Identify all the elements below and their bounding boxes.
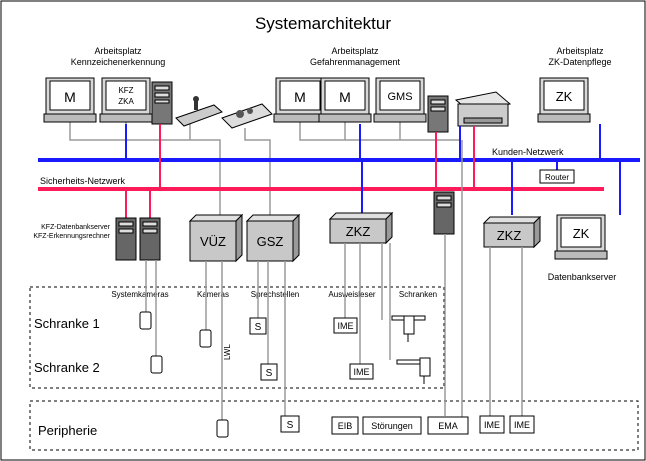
barrier-icon [396, 357, 431, 384]
workplace-gefahren-line2: Gefahrenmanagement [310, 57, 401, 67]
workplace-zk-line2: ZK-Datenpflege [548, 57, 611, 67]
lwl-label: LWL [223, 344, 232, 360]
barrier-icon [391, 315, 426, 342]
monitor-m3: M [318, 77, 372, 123]
svg-text:IME: IME [514, 420, 530, 430]
column-sprechstellen: Sprechstellen [251, 290, 299, 299]
stoerungen-device: Störungen [362, 416, 422, 435]
ime-device-3: IME [479, 415, 505, 434]
svg-text:EIB: EIB [338, 421, 353, 431]
workplace-kennzeichen-line1: Arbeitsplatz [94, 46, 142, 56]
diagram-title: Systemarchitektur [255, 14, 391, 33]
kunden-netzwerk-label: Kunden-Netzwerk [492, 147, 564, 157]
monitor-m1-label: M [64, 89, 76, 105]
box-zkz-2: ZKZ [482, 215, 542, 249]
router-box: Router [539, 169, 575, 184]
monitor-kfz-label-2: ZKA [118, 97, 134, 106]
pc-tower-kennzeichen [151, 81, 173, 125]
svg-text:S: S [255, 322, 262, 333]
monitor-m2-label: M [294, 89, 306, 105]
zone-peripherie-frame [29, 400, 639, 451]
monitor-zk-top-label: ZK [556, 89, 573, 104]
control-keypad [221, 103, 273, 129]
svg-text:Störungen: Störungen [371, 421, 413, 431]
monitor-zk-top: ZK [537, 77, 591, 123]
svg-text:EMA: EMA [438, 421, 458, 431]
column-schranken: Schranken [399, 290, 437, 299]
joystick-panel-1 [175, 96, 223, 127]
workplace-gefahren-line1: Arbeitsplatz [331, 46, 379, 56]
sprechstelle-s3: S [280, 415, 300, 433]
monitor-kfz-zka: KFZ ZKA [99, 77, 153, 123]
box-vuz-label: VÜZ [200, 234, 226, 249]
kfz-server-towers [115, 217, 161, 261]
datenbankserver-label: Datenbankserver [548, 272, 617, 282]
camera-icon [199, 329, 212, 348]
svg-text:IME: IME [337, 321, 353, 331]
camera-icon [150, 355, 163, 374]
zone-peripherie-label: Peripherie [38, 423, 97, 438]
sicherheits-netzwerk-drops [125, 124, 475, 218]
column-systemkameras: Systemkameras [111, 290, 168, 299]
pc-tower-gefahren [427, 95, 449, 133]
gefahren-server-tower [433, 191, 455, 235]
monitor-m2: M [273, 77, 327, 123]
monitor-kfz-label-1: KFZ [118, 86, 133, 95]
monitor-gms: GMS [373, 77, 427, 123]
svg-text:S: S [266, 368, 273, 379]
svg-text:IME: IME [353, 367, 369, 377]
box-gsz-label: GSZ [257, 234, 284, 249]
monitor-m1: M [43, 77, 97, 123]
device-cables [145, 140, 523, 420]
kfz-server-label-2: KFZ-Erkennungsrechner [33, 233, 110, 240]
eib-device: EIB [331, 416, 359, 435]
workplace-kennzeichen-line2: Kennzeichenerkennung [71, 57, 166, 67]
ime-device-4: IME [509, 415, 535, 434]
monitor-zk-db: ZK [554, 214, 608, 260]
camera-icon [216, 419, 229, 438]
svg-text:IME: IME [484, 420, 500, 430]
zone-schranke-1-label: Schranke 1 [34, 316, 100, 331]
svg-text:S: S [287, 420, 294, 431]
box-gsz: GSZ [245, 213, 301, 263]
router-label: Router [545, 173, 569, 182]
ime-device-1: IME [333, 317, 358, 334]
printer-icon [454, 91, 512, 127]
sicherheits-netzwerk-label: Sicherheits-Netzwerk [40, 176, 126, 186]
kfz-server-label-1: KFZ-Datenbankserver [41, 224, 111, 231]
sprechstelle-s1: S [249, 317, 267, 335]
monitor-gms-label: GMS [387, 91, 412, 103]
box-zkz-1-label: ZKZ [346, 224, 371, 239]
zone-schranken-frame [29, 286, 445, 389]
monitor-zk-db-label: ZK [573, 226, 590, 241]
box-zkz-2-label: ZKZ [497, 228, 522, 243]
column-kameras: Kameras [197, 290, 229, 299]
zone-schranke-2-label: Schranke 2 [34, 360, 100, 375]
ime-device-2: IME [349, 363, 374, 380]
column-ausweisleser: Ausweisleser [328, 290, 375, 299]
monitor-m3-label: M [339, 89, 351, 105]
box-zkz-1: ZKZ [328, 211, 394, 245]
ema-device: EMA [427, 416, 469, 435]
camera-icon [139, 311, 152, 330]
sprechstelle-s2: S [260, 363, 278, 381]
workplace-zk-line1: Arbeitsplatz [556, 46, 604, 56]
box-vuz: VÜZ [188, 213, 244, 263]
kunden-netzwerk-drops [125, 124, 621, 215]
